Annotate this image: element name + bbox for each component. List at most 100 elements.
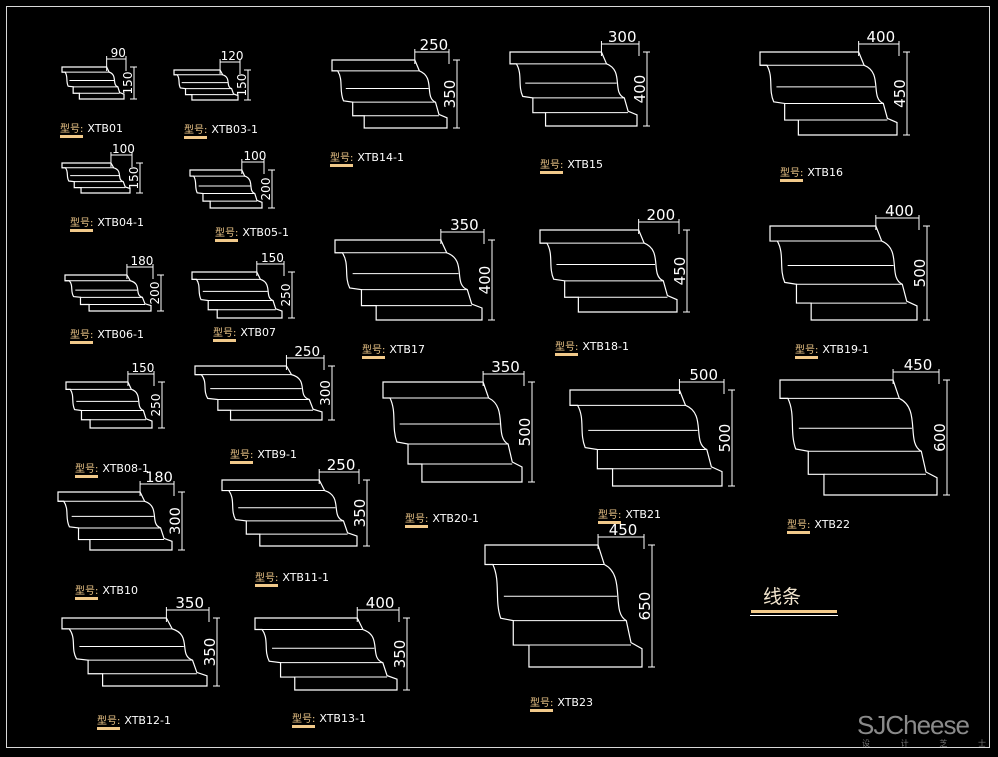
height-dimension: 600 bbox=[931, 423, 949, 452]
model-name: XTB08-1 bbox=[102, 462, 149, 475]
model-name: XTB9-1 bbox=[257, 448, 297, 461]
width-dimension: 250 bbox=[420, 36, 449, 54]
profile-label: 型号:XTB06-1 bbox=[70, 326, 144, 344]
molding-profile bbox=[382, 381, 523, 483]
profile-label: 型号:XTB01 bbox=[60, 120, 123, 138]
model-prefix: 型号: bbox=[362, 345, 386, 359]
molding-profile bbox=[61, 162, 131, 194]
model-name: XTB16 bbox=[807, 166, 843, 179]
model-prefix: 型号: bbox=[555, 342, 579, 356]
model-prefix: 型号: bbox=[540, 160, 564, 174]
molding-profile bbox=[64, 274, 152, 312]
model-name: XTB10 bbox=[102, 584, 138, 597]
height-dimension: 650 bbox=[636, 592, 654, 621]
width-dimension: 400 bbox=[866, 28, 895, 46]
watermark-logo: SJCheese bbox=[857, 710, 970, 740]
model-prefix: 型号: bbox=[405, 514, 429, 528]
width-dimension: 100 bbox=[243, 149, 266, 163]
model-name: XTB07 bbox=[240, 326, 276, 339]
height-dimension: 350 bbox=[391, 640, 409, 669]
height-dimension: 150 bbox=[127, 167, 141, 190]
model-name: XTB22 bbox=[814, 518, 850, 531]
width-dimension: 350 bbox=[175, 594, 204, 612]
height-dimension: 200 bbox=[259, 178, 273, 201]
width-dimension: 400 bbox=[885, 202, 914, 220]
model-prefix: 型号: bbox=[598, 510, 622, 524]
model-prefix: 型号: bbox=[330, 153, 354, 167]
model-prefix: 型号: bbox=[70, 218, 94, 232]
profile-label: 型号:XTB12-1 bbox=[97, 712, 171, 730]
width-dimension: 500 bbox=[689, 366, 718, 384]
model-prefix: 型号: bbox=[213, 328, 237, 342]
height-dimension: 300 bbox=[168, 507, 184, 535]
molding-profile bbox=[57, 491, 173, 551]
title-underline-thin bbox=[750, 615, 838, 616]
model-prefix: 型号: bbox=[230, 450, 254, 464]
molding-profile bbox=[779, 379, 938, 496]
model-prefix: 型号: bbox=[787, 520, 811, 534]
molding-profile bbox=[484, 544, 643, 668]
sheet-title: 线条 bbox=[763, 586, 802, 608]
model-name: XTB04-1 bbox=[97, 216, 144, 229]
profile-label: 型号:XTB03-1 bbox=[184, 121, 258, 139]
model-name: XTB05-1 bbox=[242, 226, 289, 239]
width-dimension: 250 bbox=[327, 456, 356, 474]
model-name: XTB13-1 bbox=[319, 712, 366, 725]
profile-label: 型号:XTB04-1 bbox=[70, 214, 144, 232]
molding-profile bbox=[331, 59, 448, 129]
profile-label: 型号:XTB9-1 bbox=[230, 446, 297, 464]
profile-label: 型号:XTB08-1 bbox=[75, 460, 149, 478]
model-name: XTB03-1 bbox=[211, 123, 258, 136]
height-dimension: 500 bbox=[716, 424, 734, 453]
molding-profile bbox=[509, 51, 638, 127]
width-dimension: 300 bbox=[608, 28, 637, 46]
profile-label: 型号:XTB18-1 bbox=[555, 338, 629, 356]
model-name: XTB14-1 bbox=[357, 151, 404, 164]
model-name: XTB19-1 bbox=[822, 343, 869, 356]
molding-profile bbox=[61, 617, 208, 687]
profile-label: 型号:XTB21 bbox=[598, 506, 661, 524]
watermark-subtitle: 设 计 芝 士 bbox=[862, 738, 986, 749]
molding-profile bbox=[61, 66, 125, 100]
molding-profile bbox=[334, 239, 483, 321]
molding-profile bbox=[539, 229, 678, 313]
model-name: XTB01 bbox=[87, 122, 123, 135]
watermark-char: 设 bbox=[862, 739, 870, 748]
height-dimension: 350 bbox=[351, 499, 369, 528]
drawing-frame bbox=[6, 6, 990, 748]
height-dimension: 400 bbox=[631, 75, 649, 104]
molding-profile bbox=[191, 271, 283, 319]
model-name: XTB17 bbox=[389, 343, 425, 356]
molding-profile bbox=[194, 365, 323, 421]
model-name: XTB15 bbox=[567, 158, 603, 171]
height-dimension: 200 bbox=[148, 282, 162, 305]
model-prefix: 型号: bbox=[292, 714, 316, 728]
model-name: XTB20-1 bbox=[432, 512, 479, 525]
width-dimension: 100 bbox=[112, 142, 135, 156]
model-prefix: 型号: bbox=[530, 698, 554, 712]
molding-profile bbox=[254, 617, 398, 691]
molding-profile bbox=[173, 69, 239, 101]
height-dimension: 400 bbox=[476, 266, 494, 295]
profile-label: 型号:XTB07 bbox=[213, 324, 276, 342]
model-prefix: 型号: bbox=[60, 124, 84, 138]
model-name: XTB11-1 bbox=[282, 571, 329, 584]
profile-label: 型号:XTB17 bbox=[362, 341, 425, 359]
model-prefix: 型号: bbox=[75, 586, 99, 600]
profile-label: 型号:XTB20-1 bbox=[405, 510, 479, 528]
model-name: XTB12-1 bbox=[124, 714, 171, 727]
model-name: XTB21 bbox=[625, 508, 661, 521]
profile-label: 型号:XTB16 bbox=[780, 164, 843, 182]
model-prefix: 型号: bbox=[75, 464, 99, 478]
height-dimension: 500 bbox=[516, 418, 534, 447]
width-dimension: 250 bbox=[294, 344, 320, 360]
profile-label: 型号:XTB22 bbox=[787, 516, 850, 534]
profile-label: 型号:XTB11-1 bbox=[255, 569, 329, 587]
width-dimension: 150 bbox=[261, 251, 284, 265]
width-dimension: 120 bbox=[221, 49, 244, 63]
height-dimension: 150 bbox=[121, 72, 135, 95]
profile-label: 型号:XTB14-1 bbox=[330, 149, 404, 167]
profile-label: 型号:XTB15 bbox=[540, 156, 603, 174]
height-dimension: 250 bbox=[279, 284, 293, 307]
